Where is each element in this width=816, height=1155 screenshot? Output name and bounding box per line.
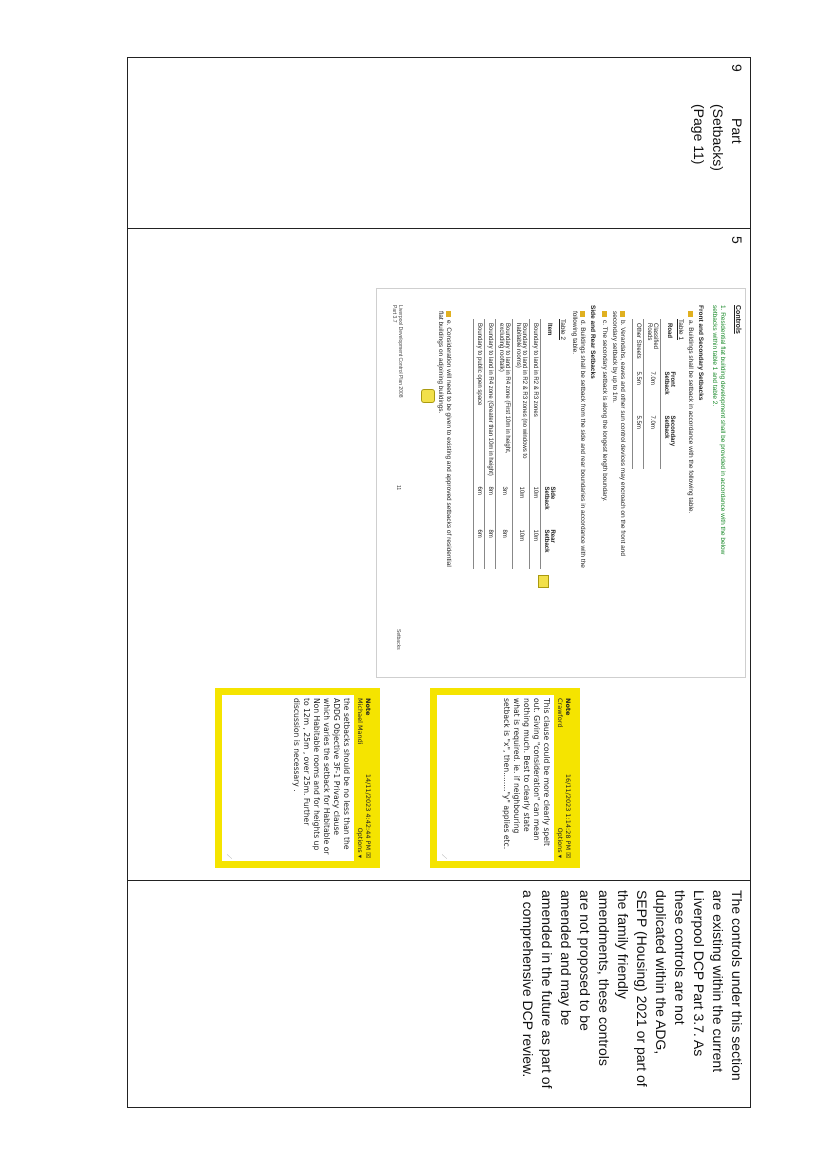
table1-label: Table 1 bbox=[677, 319, 684, 340]
dcp-page-screenshot: Controls 1. Residential flat building de… bbox=[376, 288, 746, 678]
table2-header: Side Setback bbox=[540, 482, 557, 526]
clause-e: e. Consideration will need to be given t… bbox=[444, 311, 453, 567]
doc-footer-page: 11 bbox=[395, 485, 401, 491]
note-timestamp: 14/11/2023 4:42:44 PM ☒ bbox=[364, 773, 372, 858]
table2-header: Rear Setback bbox=[540, 525, 557, 569]
table-2: Item Side Setback Rear Setback Boundary … bbox=[473, 319, 557, 569]
comment-marker-icon bbox=[688, 311, 694, 317]
table-row: Boundary to land in R4 zone (First 10m i… bbox=[495, 319, 513, 569]
table-row: Other Streets 5.5m 5.5m bbox=[632, 319, 644, 469]
resize-grip-icon[interactable]: ⟋ bbox=[440, 854, 448, 859]
section-line: Part bbox=[729, 118, 745, 144]
section-reference: Part (Setbacks) (Page 11) bbox=[689, 104, 746, 219]
doc-footer-right: Setbacks bbox=[395, 629, 401, 650]
close-icon[interactable]: ☒ bbox=[364, 852, 372, 858]
chevron-down-icon: ▾ bbox=[556, 854, 564, 858]
response-comment: The controls under this section are exis… bbox=[520, 890, 745, 1089]
table1-header: Road bbox=[660, 319, 677, 368]
table-row: Boundary to public open space 6m 6m bbox=[473, 319, 485, 569]
comment-marker-icon bbox=[620, 311, 626, 317]
comment-box-icon[interactable] bbox=[538, 575, 549, 588]
doc-footer-left: Liverpool Development Control Plan 2008 … bbox=[391, 305, 403, 398]
close-icon[interactable]: ☒ bbox=[564, 852, 572, 858]
side-setbacks-heading: Side and Rear Setbacks bbox=[589, 305, 596, 379]
note-label: Note bbox=[564, 698, 572, 716]
front-setbacks-heading: Front and Secondary Setbacks bbox=[697, 305, 704, 401]
doc-p1-line: 1. Residential flat building development… bbox=[719, 305, 726, 555]
comment-marker-icon bbox=[602, 311, 608, 317]
table-row: Boundary to land in R2 & R3 zones 10m 10… bbox=[529, 319, 541, 569]
chevron-down-icon: ▾ bbox=[356, 854, 364, 858]
column-divider bbox=[128, 880, 750, 881]
note-timestamp: 16/11/2023 1:14:28 PM ☒ bbox=[564, 773, 572, 858]
comment-marker-icon bbox=[446, 311, 452, 317]
note-header: Note 16/11/2023 1:14:28 PM ☒ Crawford Op… bbox=[554, 695, 573, 861]
note-label: Note bbox=[364, 698, 372, 716]
row-number: 9 bbox=[729, 64, 745, 72]
table1-header: Front Setback bbox=[660, 367, 677, 412]
clause-b-cont: secondary setback by up to 1m. bbox=[611, 311, 618, 403]
options-menu[interactable]: Options ▾ bbox=[356, 827, 364, 858]
table2-label: Table 2 bbox=[559, 319, 566, 340]
doc-heading: Controls bbox=[734, 305, 741, 334]
table-row: Boundary to land in R2 & R3 zones (no wi… bbox=[512, 319, 530, 569]
sticky-note[interactable]: Note 16/11/2023 1:14:28 PM ☒ Crawford Op… bbox=[430, 688, 580, 868]
note-body: the setbacks should be no less than the … bbox=[292, 698, 351, 855]
note-author: Michael Mandi bbox=[356, 698, 364, 745]
column-divider bbox=[128, 228, 750, 229]
table-row: Classified Roads 7.0m 7.0m bbox=[643, 319, 661, 469]
clause-e-cont: flat buildings on adjoining buildings. bbox=[437, 311, 444, 414]
section-line: (Setbacks) bbox=[710, 104, 726, 171]
doc-p1-line: setbacks within table 1 and table 2. bbox=[711, 305, 718, 407]
clause-d: d. Buildings shall be setback from the s… bbox=[578, 311, 587, 568]
table2-header: Item bbox=[540, 319, 557, 483]
clause-b: b. Verandahs, eaves and other sun contro… bbox=[618, 311, 627, 556]
resize-grip-icon[interactable]: ⟋ bbox=[225, 854, 233, 859]
item-number: 5 bbox=[729, 236, 745, 244]
review-table: 9 Part (Setbacks) (Page 11) 5 Controls 1… bbox=[127, 57, 751, 1108]
section-line: (Page 11) bbox=[691, 104, 707, 165]
comment-marker-icon bbox=[580, 311, 586, 317]
sticky-note[interactable]: Note 14/11/2023 4:42:44 PM ☒ Michael Man… bbox=[215, 688, 380, 868]
table1-header: Secondary Setback bbox=[660, 411, 677, 469]
note-author: Crawford bbox=[556, 698, 564, 728]
clause-d-cont: following table. bbox=[571, 311, 578, 354]
note-header: Note 14/11/2023 4:42:44 PM ☒ Michael Man… bbox=[354, 695, 373, 861]
options-menu[interactable]: Options ▾ bbox=[556, 827, 564, 858]
clause-c: c. The secondary setback is along the lo… bbox=[600, 311, 609, 502]
table-1: Road Front Setback Secondary Setback Cla… bbox=[632, 319, 677, 469]
clause-a: a. Buildings shall be setback in accorda… bbox=[686, 311, 695, 513]
note-body: This clause could be more clearly spelt … bbox=[502, 698, 551, 850]
comment-marker-icon[interactable] bbox=[421, 389, 435, 403]
table-row: Boundary to land in R4 zone (Greater tha… bbox=[484, 319, 496, 569]
